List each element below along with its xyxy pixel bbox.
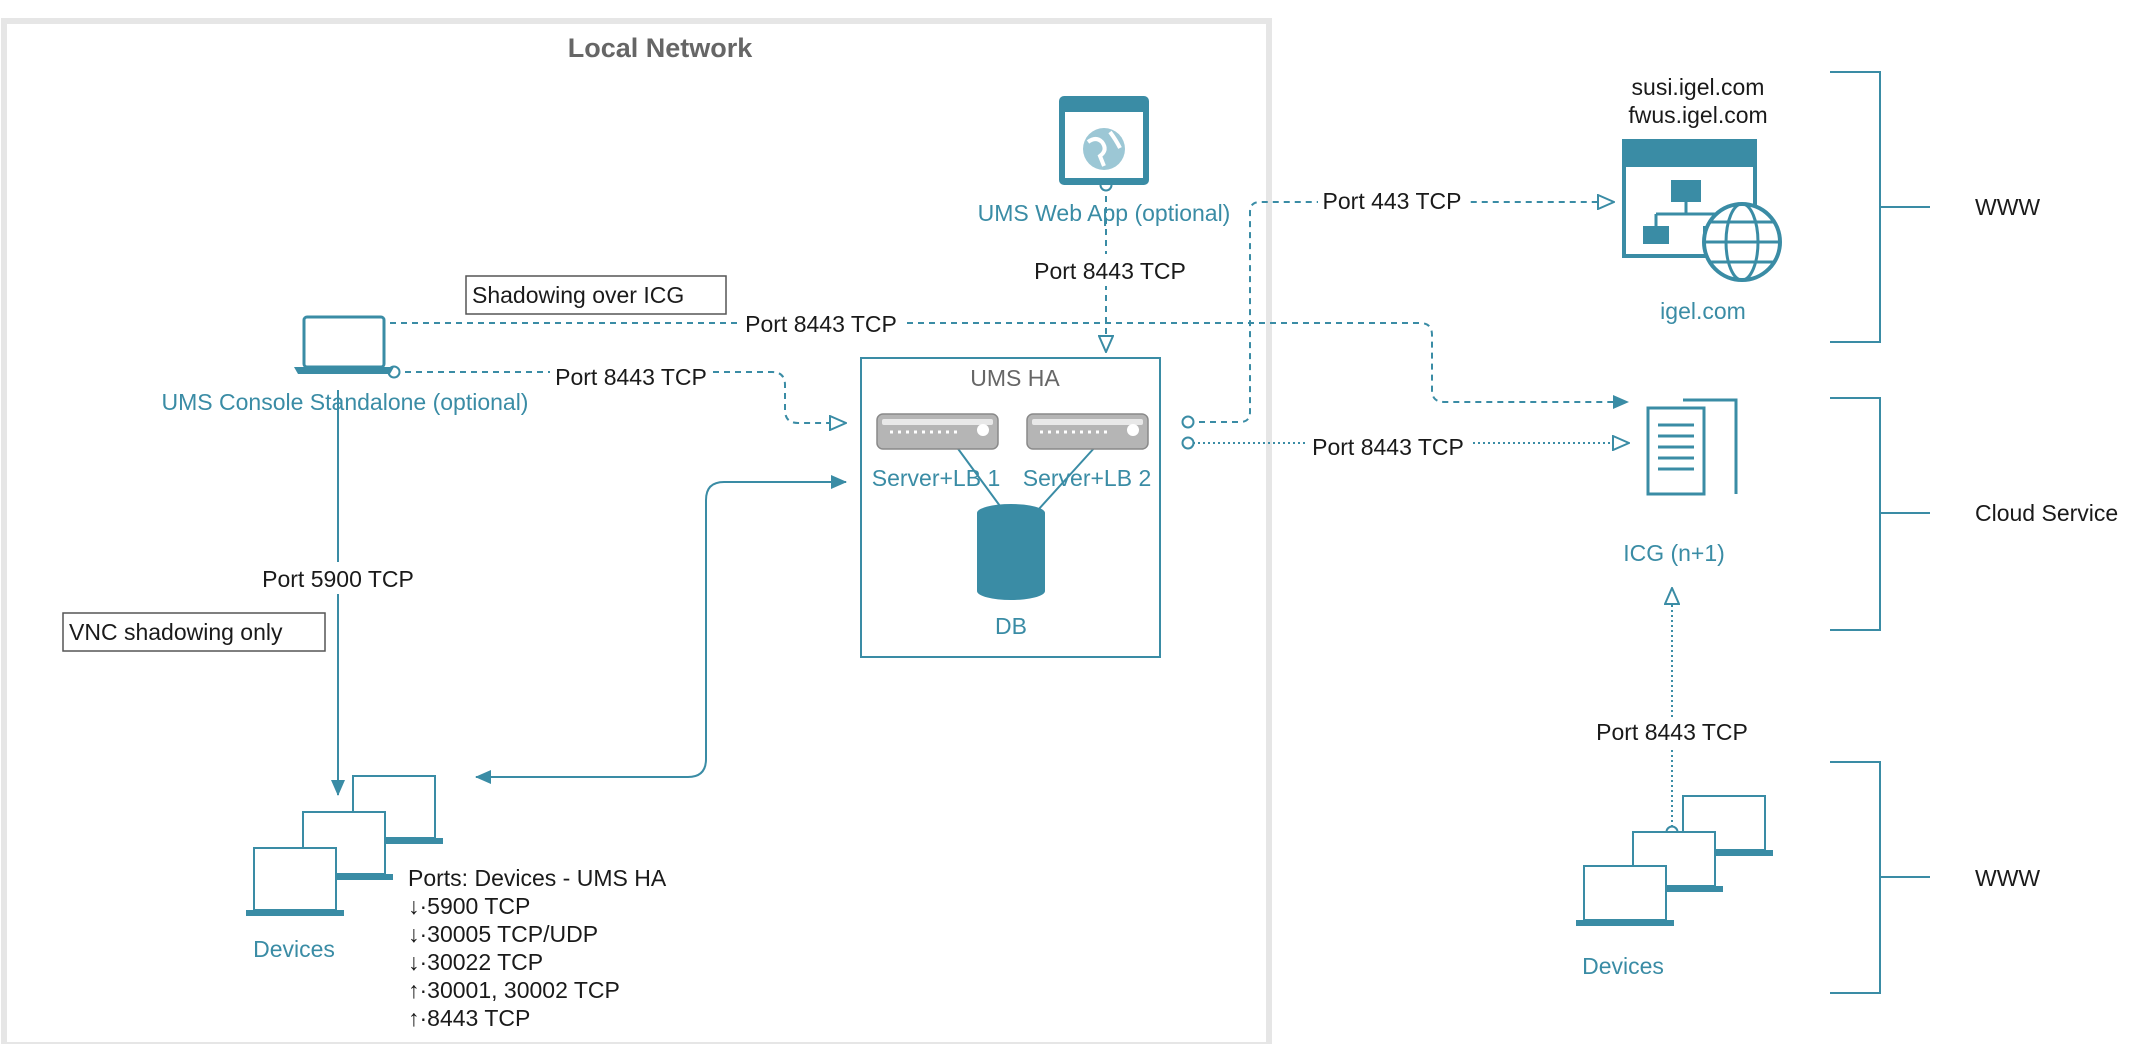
shadowing-icg-note-text: Shadowing over ICG: [472, 282, 684, 308]
web-app-label: UMS Web App (optional): [978, 200, 1231, 226]
www-top-label: WWW: [1975, 194, 2040, 220]
server-db-links: [955, 445, 1097, 511]
ums-ha-title: UMS HA: [970, 365, 1060, 391]
local-network-frame: [1, 18, 1272, 1044]
umsha-to-igel-connector: [1188, 202, 1614, 422]
server-1-label: Server+LB 1: [872, 465, 1001, 491]
console-to-devices-port-label: Port 5900 TCP: [262, 566, 414, 592]
console-to-umsha-connector: [394, 372, 846, 423]
remote-devices-port-label: Port 8443 TCP: [1596, 719, 1748, 745]
port-443-label: Port 443 TCP: [1323, 188, 1462, 214]
www-bottom-label: WWW: [1975, 865, 2040, 891]
vnc-note-text: VNC shadowing only: [69, 619, 283, 645]
console-to-icg-port-label: Port 8443 TCP: [745, 311, 897, 337]
devices-to-umsha-connector: [475, 475, 847, 784]
local-network-title: Local Network: [568, 33, 754, 63]
host-susi: susi.igel.com: [1632, 74, 1765, 100]
devices-icon: [1576, 795, 1773, 926]
devices-icon: [246, 775, 443, 916]
port-item: ↑·8443 TCP: [408, 1005, 530, 1031]
browser-globe-icon: [1059, 96, 1149, 185]
cloud-service-bracket: [1830, 397, 1930, 631]
www-bottom-bracket: [1830, 761, 1930, 994]
port-item: ↑·30001, 30002 TCP: [408, 977, 620, 1003]
icg-label: ICG (n+1): [1623, 540, 1725, 566]
ports-list: Ports: Devices - UMS HA ↓·5900 TCP ↓·300…: [408, 865, 667, 1031]
web-app-port-label: Port 8443 TCP: [1034, 258, 1186, 284]
console-label: UMS Console Standalone (optional): [162, 389, 529, 415]
igel-label: igel.com: [1660, 298, 1746, 324]
port-item: ↓·5900 TCP: [408, 893, 530, 919]
www-top-bracket: [1830, 71, 1930, 343]
vnc-note: [62, 612, 326, 652]
gateway-server-icon: [1646, 398, 1738, 496]
console-to-umsha-port-label: Port 8443 TCP: [555, 364, 707, 390]
server-icon: [876, 413, 999, 450]
port-item: ↓·30022 TCP: [408, 949, 543, 975]
web-sitemap-globe-icon: [1622, 139, 1782, 282]
ports-title: Ports: Devices - UMS HA: [408, 865, 667, 891]
shadowing-icg-note: [465, 275, 727, 315]
remote-devices-label: Devices: [1582, 953, 1664, 979]
port-item: ↓·30005 TCP/UDP: [408, 921, 598, 947]
db-label: DB: [995, 613, 1027, 639]
host-fwus: fwus.igel.com: [1628, 102, 1767, 128]
server-2-label: Server+LB 2: [1023, 465, 1152, 491]
umsha-to-icg-port-label: Port 8443 TCP: [1312, 434, 1464, 460]
database-icon: [977, 504, 1045, 600]
local-devices-label: Devices: [253, 936, 335, 962]
cloud-service-label: Cloud Service: [1975, 500, 2118, 526]
server-icon: [1026, 413, 1149, 450]
laptop-icon: [294, 315, 394, 374]
